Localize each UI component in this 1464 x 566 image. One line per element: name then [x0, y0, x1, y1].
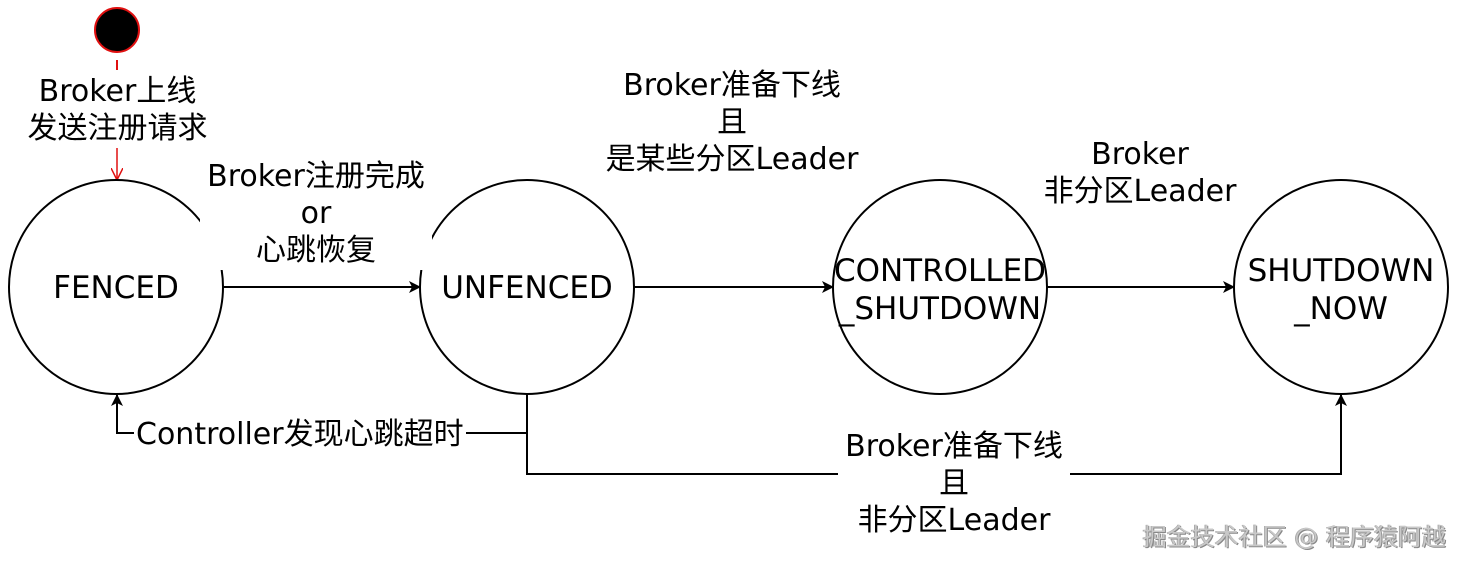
label-unfenced-to-fenced: Controller发现心跳超时 — [134, 416, 466, 453]
label-unfenced-to-controlled-shutdown: Broker准备下线 且 是某些分区Leader — [596, 67, 868, 178]
initial-state-node — [94, 7, 140, 53]
label-line: 心跳恢复 — [256, 233, 376, 268]
state-label-line: CONTROLLED — [833, 253, 1047, 289]
label-line: 非分区Leader — [1043, 174, 1237, 209]
label-line: 非分区Leader — [857, 503, 1051, 538]
label-line: Broker准备下线 — [623, 68, 841, 103]
label-unfenced-to-shutdown-now: Broker准备下线 且 非分区Leader — [838, 428, 1070, 539]
label-line: 发送注册请求 — [27, 111, 208, 146]
state-shutdown-now-label: SHUTDOWN _NOW — [1231, 252, 1451, 328]
state-label-line: SHUTDOWN — [1247, 253, 1435, 289]
label-initial-to-fenced: Broker上线 发送注册请求 — [20, 73, 215, 147]
label-line: Broker注册完成 — [207, 159, 425, 194]
label-line: 且 — [939, 466, 969, 501]
state-label-line: _SHUTDOWN — [838, 291, 1042, 327]
label-line: Broker — [1091, 137, 1189, 172]
label-line: 且 — [717, 105, 747, 140]
label-line: or — [300, 196, 332, 231]
watermark: 掘金技术社区 @ 程序猿阿越 — [1142, 523, 1446, 551]
state-label-line: _NOW — [1294, 291, 1388, 327]
label-line: Broker准备下线 — [845, 429, 1063, 464]
label-fenced-to-unfenced: Broker注册完成 or 心跳恢复 — [200, 158, 432, 270]
state-controlled-shutdown-label: CONTROLLED _SHUTDOWN — [820, 252, 1060, 328]
state-unfenced-label: UNFENCED — [441, 270, 613, 306]
state-fenced-label: FENCED — [53, 270, 179, 306]
label-line: Broker上线 — [38, 74, 197, 109]
label-controlled-shutdown-to-shutdown-now: Broker 非分区Leader — [1030, 136, 1250, 210]
label-line: 是某些分区Leader — [605, 142, 859, 177]
